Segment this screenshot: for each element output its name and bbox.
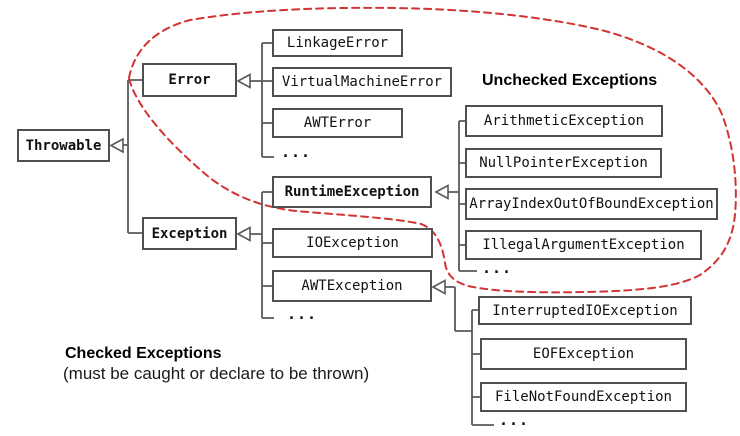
checked-exceptions-label: Checked Exceptions — [65, 345, 222, 362]
error-more-ellipsis: ... — [281, 143, 312, 161]
error-children-bracket — [250, 42, 274, 158]
node-error: Error — [142, 63, 237, 97]
unchecked-exceptions-label: Unchecked Exceptions — [482, 72, 658, 89]
exception-children-bracket — [250, 191, 274, 319]
exception-inherit-arrow-icon — [236, 226, 251, 242]
checked-more-ellipsis: ... — [499, 411, 530, 429]
node-eof-exception: EOFException — [480, 338, 687, 370]
runtime-more-ellipsis: ... — [482, 259, 513, 277]
node-interrupted-io-exception: InterruptedIOException — [478, 296, 692, 325]
node-exception: Exception — [142, 217, 237, 250]
throwable-inherit-arrow-icon — [109, 137, 124, 154]
node-null-pointer-exception: NullPointerException — [465, 148, 662, 178]
checked-exceptions-note: (must be caught or declare to be thrown) — [63, 364, 370, 383]
awtexception-inherit-arrow-icon — [431, 279, 446, 295]
throwable-branch-line — [123, 79, 142, 234]
node-file-not-found-exception: FileNotFoundException — [480, 382, 687, 412]
node-illegal-argument-exception: IllegalArgumentException — [465, 230, 702, 260]
exception-more-ellipsis: ... — [287, 305, 318, 323]
node-array-index-out-of-bound-exception: ArrayIndexOutOfBoundException — [465, 188, 718, 220]
runtime-inherit-arrow-icon — [434, 184, 449, 200]
error-inherit-arrow-icon — [236, 73, 251, 89]
node-runtime-exception: RuntimeException — [272, 176, 432, 208]
node-throwable: Throwable — [17, 129, 110, 162]
node-awt-error: AWTError — [272, 108, 403, 138]
node-virtual-machine-error: VirtualMachineError — [272, 67, 452, 97]
node-linkage-error: LinkageError — [272, 29, 403, 57]
node-io-exception: IOException — [272, 228, 433, 258]
node-arithmetic-exception: ArithmeticException — [465, 105, 663, 137]
node-awt-exception: AWTException — [272, 270, 432, 302]
